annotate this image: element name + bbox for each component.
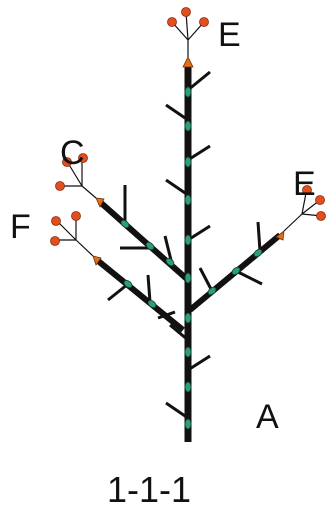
inflorescence-top [167, 7, 209, 57]
branch-buds [120, 219, 263, 309]
branch-lower-left [95, 257, 185, 333]
main-stem-buds [184, 86, 192, 430]
label-left: F [10, 208, 31, 246]
branch-upper-left [98, 185, 190, 283]
caption: 1-1-1 [107, 469, 191, 510]
label-upper-left: C [60, 134, 85, 172]
branch-right [188, 221, 282, 313]
main-stem-side-shoots [165, 70, 211, 420]
label-top: E [218, 16, 241, 54]
growth-tips [92, 56, 285, 266]
inflorescence-left [50, 211, 94, 257]
label-base: A [256, 398, 279, 436]
inflorescence-upper-left [55, 153, 97, 199]
label-upper-right: E [293, 165, 316, 203]
junction-shoot [157, 310, 176, 320]
inflorescence-right [283, 185, 326, 232]
